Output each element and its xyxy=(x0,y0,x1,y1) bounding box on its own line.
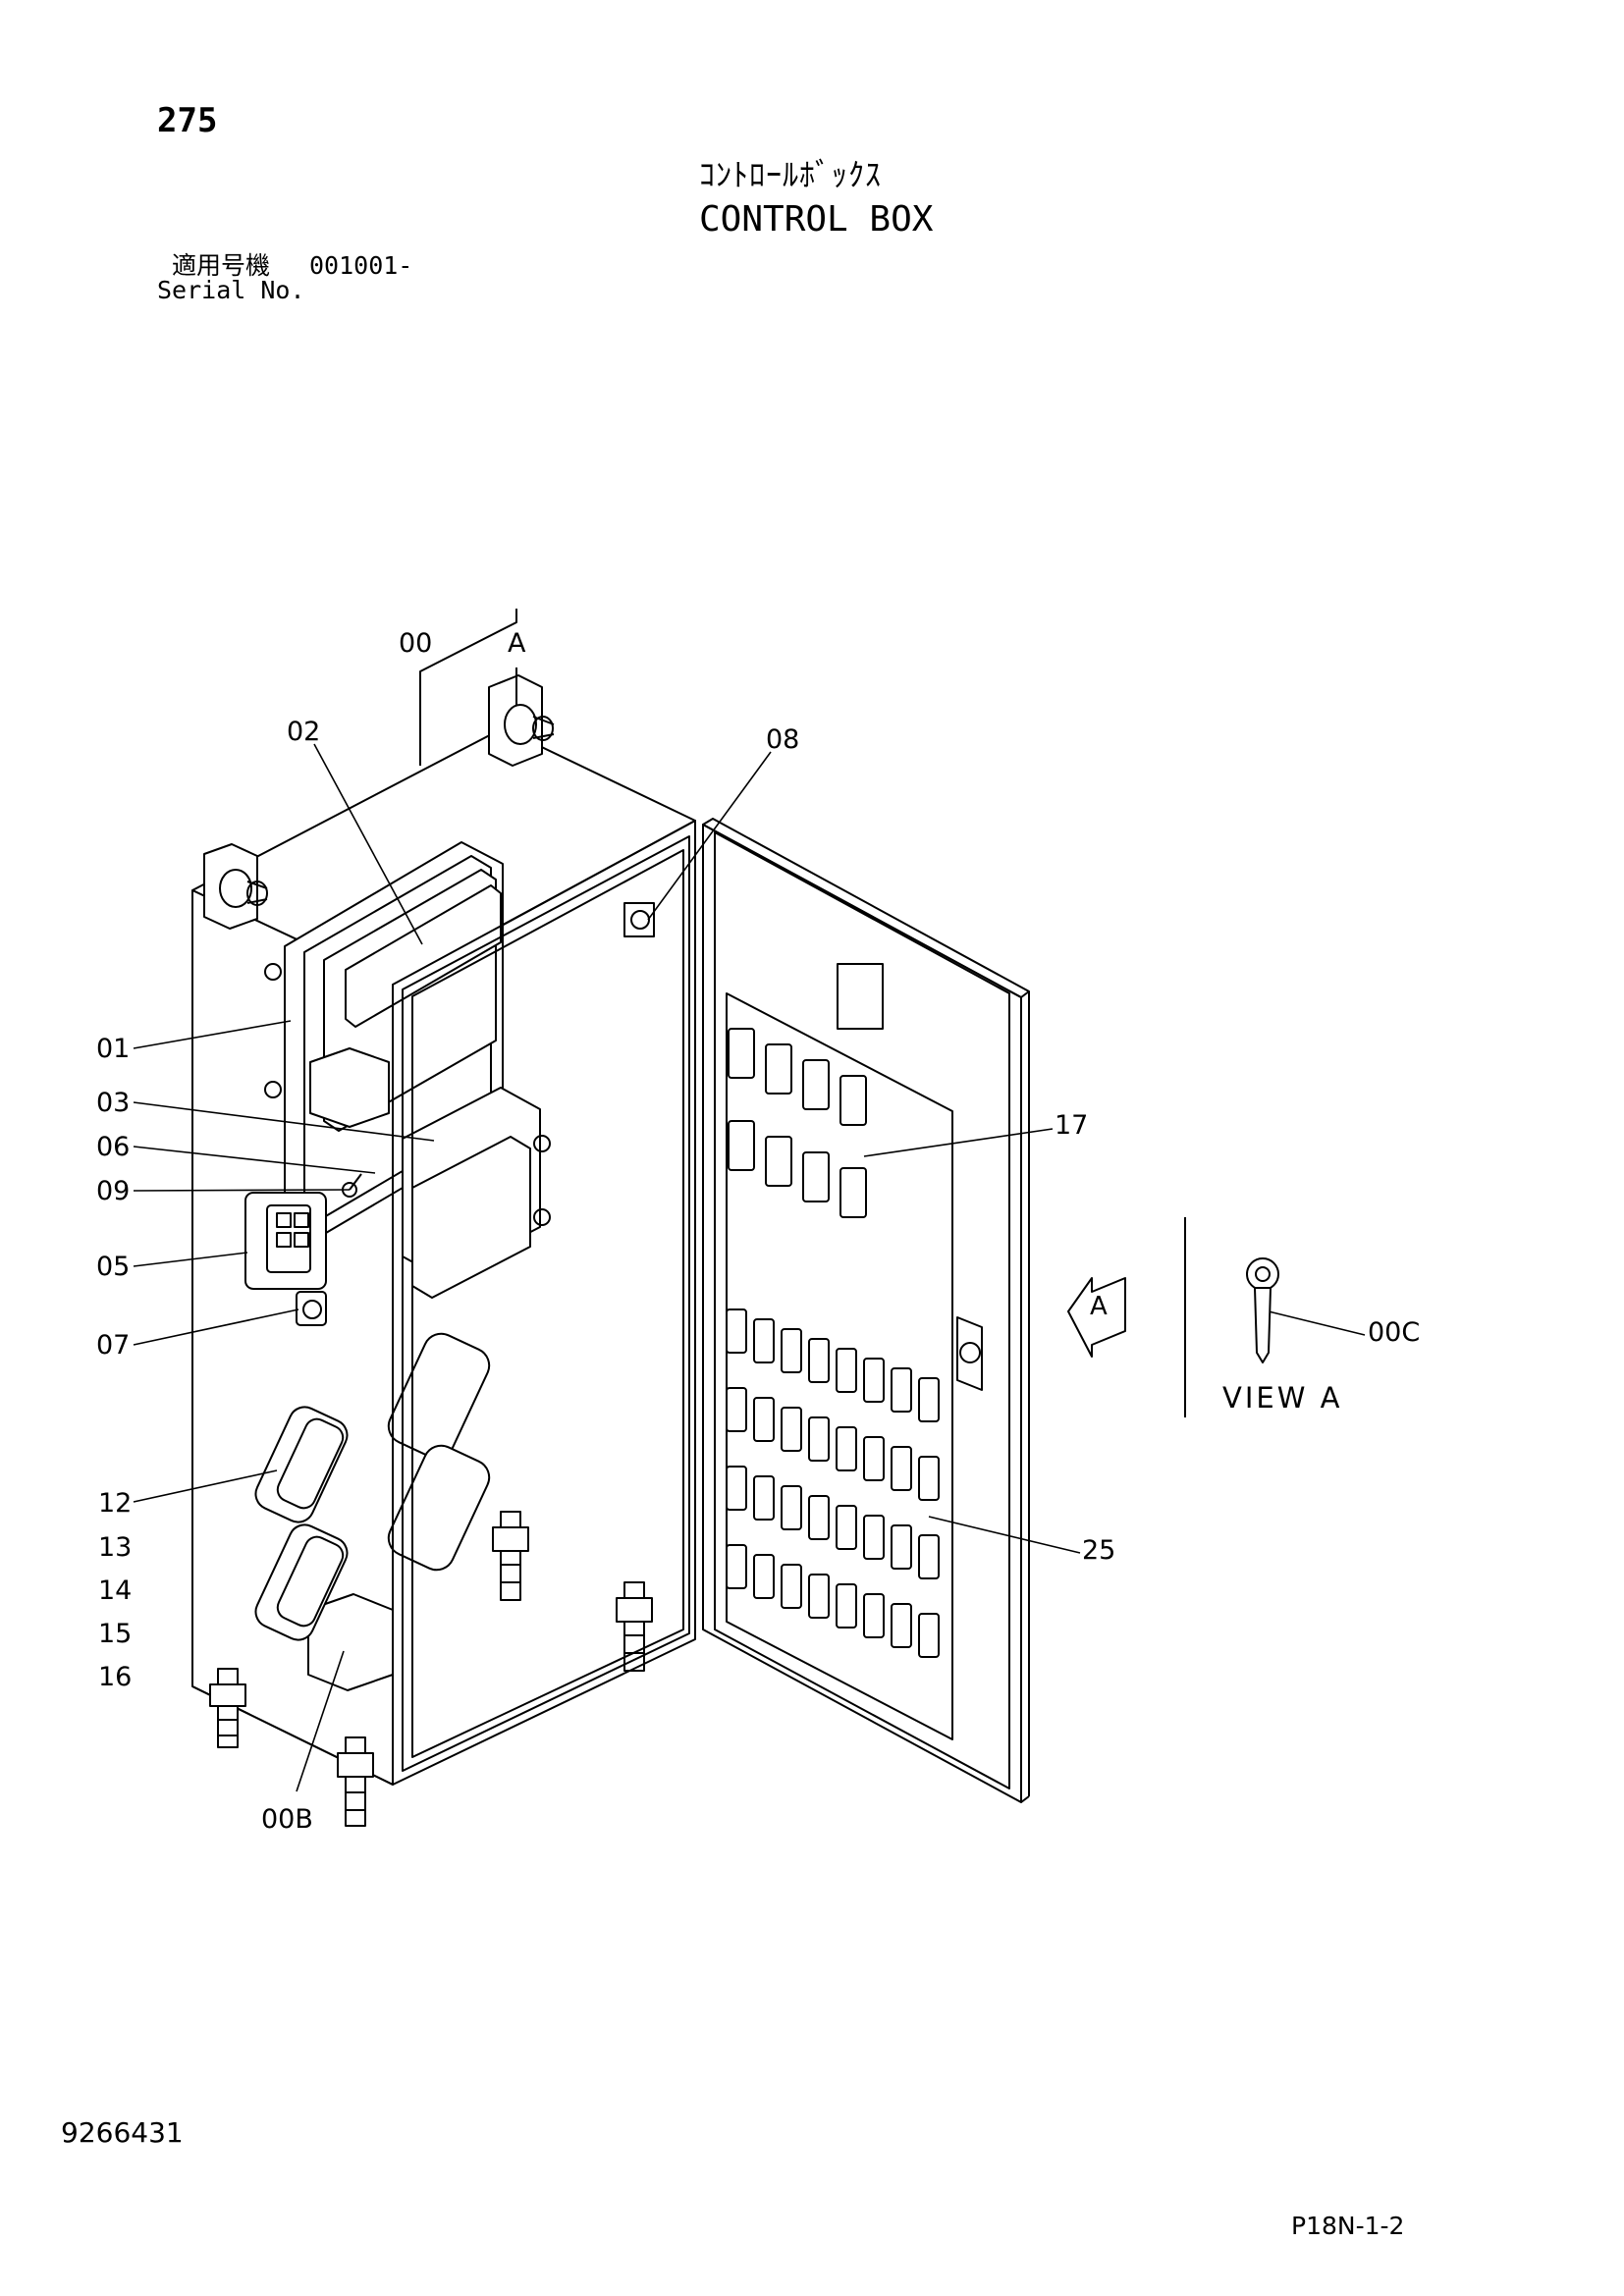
relay-row-2 xyxy=(729,1121,866,1217)
fuse-row-2 xyxy=(727,1388,939,1500)
top-bracket-left xyxy=(204,844,267,929)
fuse-row-3 xyxy=(727,1467,939,1578)
relay-row-1 xyxy=(729,1029,866,1125)
callout-a: A xyxy=(508,628,526,659)
page-code: P18N-1-2 xyxy=(1291,2212,1405,2240)
callout-15: 15 xyxy=(98,1619,133,1649)
bolt-leg-inner xyxy=(493,1512,528,1600)
callout-00-bracket xyxy=(420,609,516,766)
callout-00c: 00C xyxy=(1368,1317,1421,1348)
callout-05: 05 xyxy=(96,1252,131,1282)
callout-13: 13 xyxy=(98,1532,133,1563)
connector-05 xyxy=(245,1193,326,1289)
callout-03: 03 xyxy=(96,1088,131,1118)
callout-00b: 00B xyxy=(261,1804,313,1835)
callout-25: 25 xyxy=(1082,1535,1116,1566)
callout-16: 16 xyxy=(98,1662,133,1692)
fuse-row-1 xyxy=(727,1309,939,1421)
door-frame xyxy=(393,821,695,1785)
leader-lines xyxy=(134,744,1365,1791)
view-arrow-letter: A xyxy=(1090,1292,1108,1321)
title-english: CONTROL BOX xyxy=(699,199,934,240)
callout-06: 06 xyxy=(96,1132,131,1162)
fuse-holders-inner xyxy=(383,1328,495,1575)
bolt-leg-center xyxy=(338,1737,373,1826)
callout-09: 09 xyxy=(96,1176,131,1206)
door-latch xyxy=(957,1317,982,1390)
callout-14: 14 xyxy=(98,1575,133,1606)
top-bracket-right xyxy=(489,675,554,766)
callout-02: 02 xyxy=(287,717,321,747)
serial-label-japanese: 適用号機 xyxy=(172,251,271,280)
callout-01: 01 xyxy=(96,1034,131,1064)
callout-08: 08 xyxy=(766,724,800,755)
bolt-leg-left xyxy=(210,1669,245,1747)
hinge-bolt-08 xyxy=(624,903,654,936)
relay-block-03 xyxy=(403,1088,550,1298)
serial-label-english: Serial No. xyxy=(157,276,305,304)
callout-17: 17 xyxy=(1055,1110,1089,1141)
serial-value: 001001- xyxy=(309,251,413,280)
callout-07: 07 xyxy=(96,1330,131,1361)
bolt-leg-right xyxy=(617,1582,652,1671)
page-number: 275 xyxy=(157,101,218,140)
key-00C xyxy=(1247,1258,1278,1362)
fuse-holder-12 xyxy=(250,1402,352,1527)
relays-17 xyxy=(729,1029,866,1217)
fuse-holder-13 xyxy=(250,1520,352,1645)
callout-00: 00 xyxy=(399,628,433,659)
block-upper xyxy=(310,1048,389,1127)
fuse-row-4 xyxy=(727,1545,939,1657)
title-japanese: ｺﾝﾄﾛｰﾙﾎﾞｯｸｽ xyxy=(699,156,883,193)
knob-07 xyxy=(297,1292,326,1325)
view-a-label: VIEW A xyxy=(1222,1381,1343,1415)
document-number: 9266431 xyxy=(61,2116,184,2149)
callout-12: 12 xyxy=(98,1488,133,1519)
fuses-25 xyxy=(727,1309,939,1657)
view-arrow-a xyxy=(1068,1278,1125,1357)
